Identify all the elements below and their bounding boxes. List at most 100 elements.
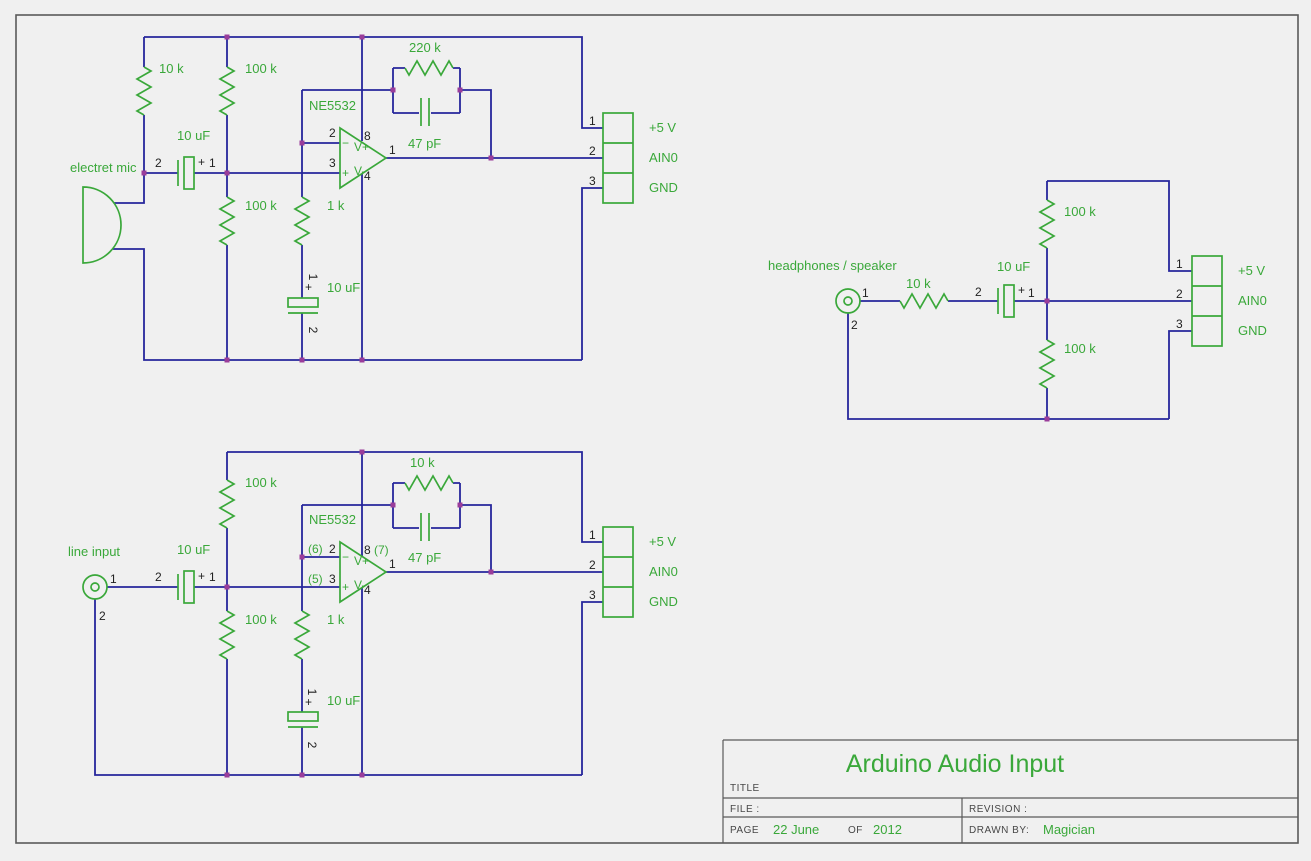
- connector-pin-number: 1: [589, 528, 596, 542]
- net-label-ain0: AIN0: [649, 564, 678, 579]
- opamp-vplus: V+: [354, 554, 369, 568]
- connector-pin-number: 1: [1176, 257, 1183, 271]
- mic-preamp-circuit: electret mic 10 k 100 k 10 uF 100 k 1 k …: [70, 34, 678, 363]
- opamp-plus-sign: +: [342, 580, 349, 594]
- net-label-ain0: AIN0: [1238, 293, 1267, 308]
- resistor-value: 220 k: [409, 40, 441, 55]
- pin-label: 2: [329, 542, 336, 556]
- pin-label: 1: [110, 572, 117, 586]
- resistor-value: 100 k: [1064, 341, 1096, 356]
- wires: [94, 451, 603, 776]
- pin-label: 2: [975, 285, 982, 299]
- page-value: 22 June: [773, 822, 819, 837]
- capacitor-input-10uF: [997, 284, 1015, 318]
- title-label: TITLE: [730, 783, 760, 794]
- wires: [847, 180, 1192, 420]
- pin-label: 1: [389, 143, 396, 157]
- page-label: PAGE: [730, 825, 759, 836]
- jack-symbol: [835, 288, 861, 314]
- resistor-gain-1k: [293, 196, 311, 246]
- pin-label: 3: [329, 156, 336, 170]
- capacitor-input-10uF: [177, 156, 195, 190]
- resistor-value: 10 k: [906, 276, 931, 291]
- opamp-symbol: [339, 540, 388, 604]
- pin-label: 2: [305, 742, 319, 749]
- resistor-bias-10k: [135, 66, 153, 116]
- resistor-value: 100 k: [245, 61, 277, 76]
- resistor-divider-bottom-100k: [1038, 339, 1056, 389]
- revision-label: REVISION :: [969, 804, 1027, 815]
- jack-symbol: [82, 574, 108, 600]
- opamp-name: NE5532: [309, 98, 356, 113]
- capacitor-gain-10uF: [287, 711, 319, 728]
- opamp-vminus: V-: [354, 164, 365, 178]
- capacitor-value: 10 uF: [327, 693, 360, 708]
- sheet-border: [15, 14, 1299, 844]
- capacitor-value: 10 uF: [327, 280, 360, 295]
- resistor-feedback-220k: [404, 59, 454, 77]
- capacitor-value: 10 uF: [997, 259, 1030, 274]
- pin-label: 1: [306, 274, 320, 281]
- resistor-value: 10 k: [410, 455, 435, 470]
- capacitor-value: 10 uF: [177, 542, 210, 557]
- capacitor-feedback-47pF: [420, 98, 430, 126]
- title-block: Arduino Audio Input TITLE FILE : REVISIO…: [722, 739, 1298, 843]
- connector-pin-number: 3: [589, 588, 596, 602]
- pin-label: 2: [306, 327, 320, 334]
- opamp-symbol: [339, 126, 388, 190]
- pin-label: 3: [329, 572, 336, 586]
- of-value: 2012: [873, 822, 902, 837]
- capacitor-input-10uF: [177, 570, 195, 604]
- opamp-alt-pin: (7): [374, 543, 389, 557]
- opamp-vplus: V+: [354, 140, 369, 154]
- connector-pin-number: 2: [589, 558, 596, 572]
- pin-label: +: [198, 155, 205, 169]
- pin-label: 8: [364, 129, 371, 143]
- resistor-value: 100 k: [245, 198, 277, 213]
- resistor-divider-bottom-100k: [218, 196, 236, 246]
- opamp-plus-sign: +: [342, 166, 349, 180]
- line-preamp-circuit: line input 100 k 10 uF 100 k 1 k 10 uF 1…: [68, 449, 678, 778]
- opamp-name: NE5532: [309, 512, 356, 527]
- capacitor-value: 47 pF: [408, 550, 441, 565]
- drawn-by-value: Magician: [1043, 822, 1095, 837]
- resistor-divider-top-100k: [1038, 199, 1056, 249]
- drawn-by-label: DRAWN BY:: [969, 825, 1029, 836]
- resistor-value: 100 k: [1064, 204, 1096, 219]
- connector-pin-number: 2: [589, 144, 596, 158]
- file-label: FILE :: [730, 804, 760, 815]
- pin-label: 4: [364, 583, 371, 597]
- pin-label: +: [198, 569, 205, 583]
- net-label-gnd: GND: [1238, 323, 1267, 338]
- opamp-minus-sign: −: [342, 550, 349, 564]
- pin-label: 1: [389, 557, 396, 571]
- resistor-series-10k: [899, 292, 949, 310]
- pin-label: +: [305, 280, 312, 294]
- capacitor-value: 10 uF: [177, 128, 210, 143]
- resistor-value: 1 k: [327, 198, 345, 213]
- pin-label: 2: [155, 156, 162, 170]
- pin-label: 1: [1028, 286, 1035, 300]
- pin-label: 2: [851, 318, 858, 332]
- opamp-vminus: V-: [354, 578, 365, 592]
- capacitor-feedback-47pF: [420, 513, 430, 541]
- pin-label: 8: [364, 543, 371, 557]
- opamp-alt-pin: (6): [308, 542, 323, 556]
- resistor-gain-1k: [293, 610, 311, 660]
- resistor-value: 100 k: [245, 475, 277, 490]
- pin-label: 2: [99, 609, 106, 623]
- capacitor-value: 47 pF: [408, 136, 441, 151]
- resistor-value: 100 k: [245, 612, 277, 627]
- net-label-5v: +5 V: [649, 534, 676, 549]
- net-label-gnd: GND: [649, 594, 678, 609]
- net-label-5v: +5 V: [1238, 263, 1265, 278]
- speaker-input-circuit: headphones / speaker 10 k 10 uF 100 k 10…: [768, 180, 1267, 422]
- pin-label: 4: [364, 169, 371, 183]
- resistor-feedback-10k: [404, 474, 454, 492]
- resistor-divider-bottom-100k: [218, 610, 236, 660]
- connector-pin-number: 1: [589, 114, 596, 128]
- net-label-ain0: AIN0: [649, 150, 678, 165]
- net-label-5v: +5 V: [649, 120, 676, 135]
